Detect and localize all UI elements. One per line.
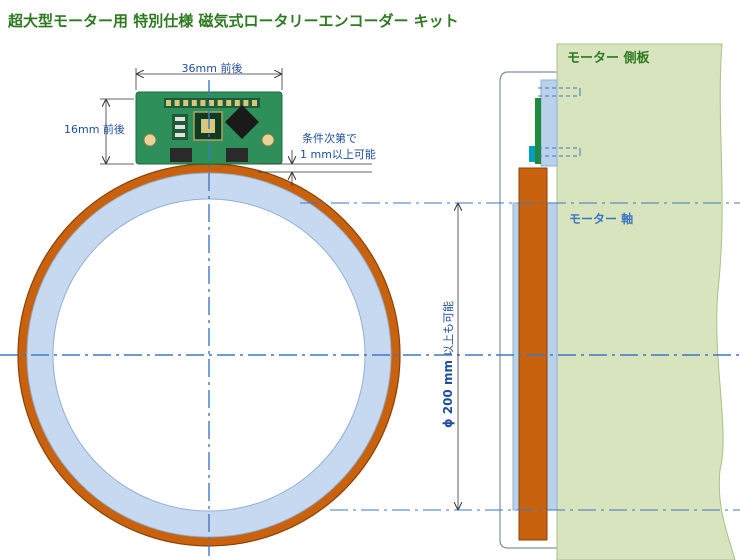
header-pin <box>191 100 197 106</box>
page-title: 超大型モーター用 特別仕様 磁気式ロータリーエンコーダー キット <box>8 12 459 30</box>
smd-part-1 <box>175 117 185 121</box>
header-pin <box>243 100 249 106</box>
motor-side-plate <box>556 43 736 560</box>
gap-dimension <box>258 150 372 186</box>
header-pin <box>217 100 223 106</box>
centerlines <box>0 80 740 556</box>
smd-part-2 <box>175 125 185 129</box>
connector-right <box>226 148 248 162</box>
header-pin <box>200 100 206 106</box>
header-pin <box>174 100 180 106</box>
board-width-label: 36mm 前後 <box>182 61 243 75</box>
height-dimension <box>100 98 134 165</box>
board-height-label: 16mm 前後 <box>64 122 125 136</box>
microcontroller <box>225 105 259 139</box>
width-dimension <box>135 68 283 90</box>
motor-housing-outline <box>499 71 560 549</box>
connector-left <box>170 148 192 162</box>
sensor-ic-center <box>201 119 215 133</box>
shaft-label: モーター 軸 <box>569 211 633 226</box>
header-pin <box>209 100 214 106</box>
smd-part-3 <box>175 133 185 137</box>
mount-hole-right <box>261 133 275 147</box>
header-pin-row <box>166 100 257 106</box>
header-pin <box>226 100 232 106</box>
diameter-label: ϕ 200 mm <box>441 360 455 428</box>
sensor-board-side-mount <box>540 79 558 167</box>
side-plate-label: モーター 側板 <box>567 50 651 66</box>
header-pin <box>234 100 240 106</box>
mounting-screw-lower <box>538 147 581 157</box>
mount-hole-left <box>143 133 157 147</box>
diameter-note: 以上も可能 <box>441 301 455 356</box>
gap-label-line1: 条件次第で <box>302 131 357 145</box>
ring-side-view <box>518 167 548 541</box>
sensor-chip-side <box>529 146 535 162</box>
mounting-screw-upper <box>538 87 581 97</box>
sensor-board-side-pcb <box>535 98 541 164</box>
header-pin <box>183 100 189 106</box>
gap-label-line2: 1 mm以上可能 <box>300 147 376 161</box>
header-pin <box>252 100 257 106</box>
header-pin <box>166 100 171 106</box>
